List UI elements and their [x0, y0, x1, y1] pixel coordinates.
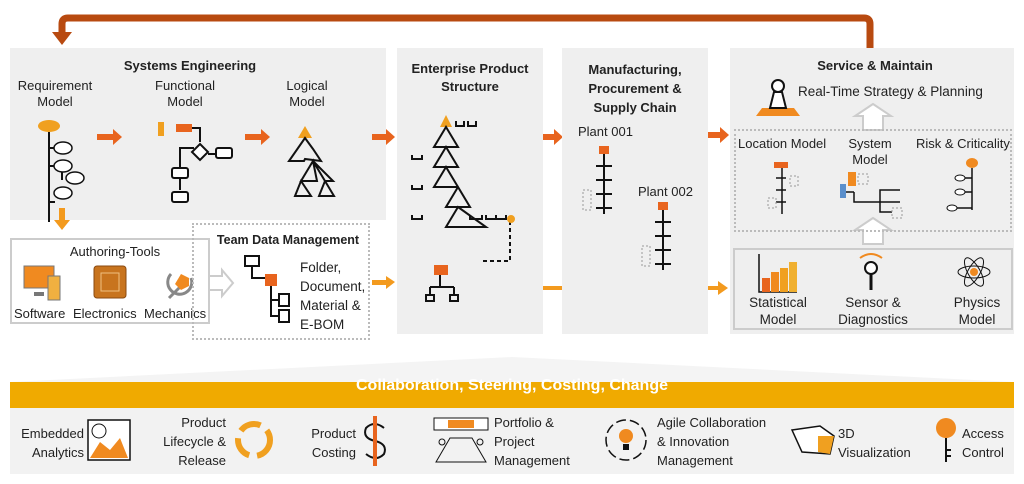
risk-criticality-label: Risk & Criticality — [916, 136, 1010, 151]
portfolio-meeting-icon — [433, 417, 489, 463]
software-icon — [23, 265, 61, 301]
analytics-models-box — [733, 248, 1013, 330]
embedded-analytics-label: Embedded Analytics — [21, 426, 84, 460]
mechanics-icon — [166, 272, 194, 300]
lifecycle-cycle-icon — [235, 421, 273, 459]
plant-002-label: Plant 002 — [638, 184, 693, 199]
statistical-model-label: Statistical Model — [749, 295, 807, 327]
enterprise-product-structure-panel — [397, 48, 543, 334]
service-maintain-title: Service & Maintain — [817, 58, 933, 73]
3d-visualization-label: 3D Visualization — [838, 426, 911, 460]
electronics-label: Electronics — [73, 306, 137, 321]
location-model-label: Location Model — [738, 136, 827, 151]
product-lifecycle-label: Product Lifecycle & Release — [163, 415, 226, 468]
requirement-tree-icon — [38, 120, 85, 222]
team-data-management-text: Folder, Document, Material & E-BOM — [300, 260, 366, 332]
statistical-chart-icon — [758, 254, 797, 293]
sensor-magnifier-icon — [859, 253, 883, 290]
dollar-icon — [364, 416, 386, 466]
risk-criticality-icon — [946, 158, 978, 212]
plant-001-structure-icon — [582, 146, 612, 214]
banner-title: Collaboration, Steering, Costing, Change — [355, 377, 668, 394]
authoring-tools-title: Authoring-Tools — [69, 244, 161, 259]
banner-items-bar — [10, 408, 1014, 474]
feedback-arrow — [52, 14, 874, 50]
software-label: Software — [14, 306, 66, 321]
banner-roof — [10, 357, 1014, 408]
access-control-label: Access Control — [962, 426, 1004, 460]
real-time-strategy-label: Real-Time Strategy & Planning — [798, 84, 983, 99]
mechanics-label: Mechanics — [144, 306, 207, 321]
key-icon — [936, 418, 956, 462]
logical-tree-icon — [287, 126, 336, 197]
team-data-management-box — [192, 223, 370, 340]
electronics-icon — [93, 265, 127, 299]
atom-icon — [957, 257, 991, 287]
embedded-analytics-icon — [87, 419, 131, 461]
functional-model-label: Functional Model — [155, 78, 215, 109]
service-models-box — [734, 129, 1012, 232]
manufacturing-title: Manufacturing, Procurement & Supply Chai… — [588, 62, 682, 115]
team-data-management-title: Team Data Management — [216, 233, 360, 247]
functional-flow-icon — [158, 122, 233, 203]
agile-collaboration-label: Agile Collaboration & Innovation Managem… — [657, 415, 767, 468]
folder-tree-icon — [244, 255, 290, 323]
product-structure-tree-icon — [411, 115, 515, 302]
vr-headset-icon — [790, 425, 835, 455]
plant-002-structure-icon — [641, 202, 671, 270]
system-model-label: System Model — [848, 136, 892, 167]
logical-model-label: Logical Model — [286, 78, 328, 109]
systems-engineering-panel — [10, 48, 386, 220]
plant-001-label: Plant 001 — [578, 124, 633, 139]
product-costing-label: Product Costing — [311, 426, 356, 460]
system-model-icon — [840, 172, 903, 219]
location-model-icon — [767, 162, 799, 214]
chess-pawn-icon — [756, 79, 800, 116]
manufacturing-panel — [562, 48, 708, 334]
physics-model-label: Physics Model — [953, 295, 1001, 327]
systems-engineering-title: Systems Engineering — [123, 58, 257, 73]
enterprise-product-structure-title: Enterprise Product Structure — [411, 61, 529, 94]
requirement-model-label: Requirement Model — [17, 78, 93, 109]
portfolio-project-label: Portfolio & Project Management — [494, 415, 570, 468]
sensor-diagnostics-label: Sensor & Diagnostics — [838, 295, 908, 327]
agile-lightbulb-icon — [605, 419, 647, 461]
